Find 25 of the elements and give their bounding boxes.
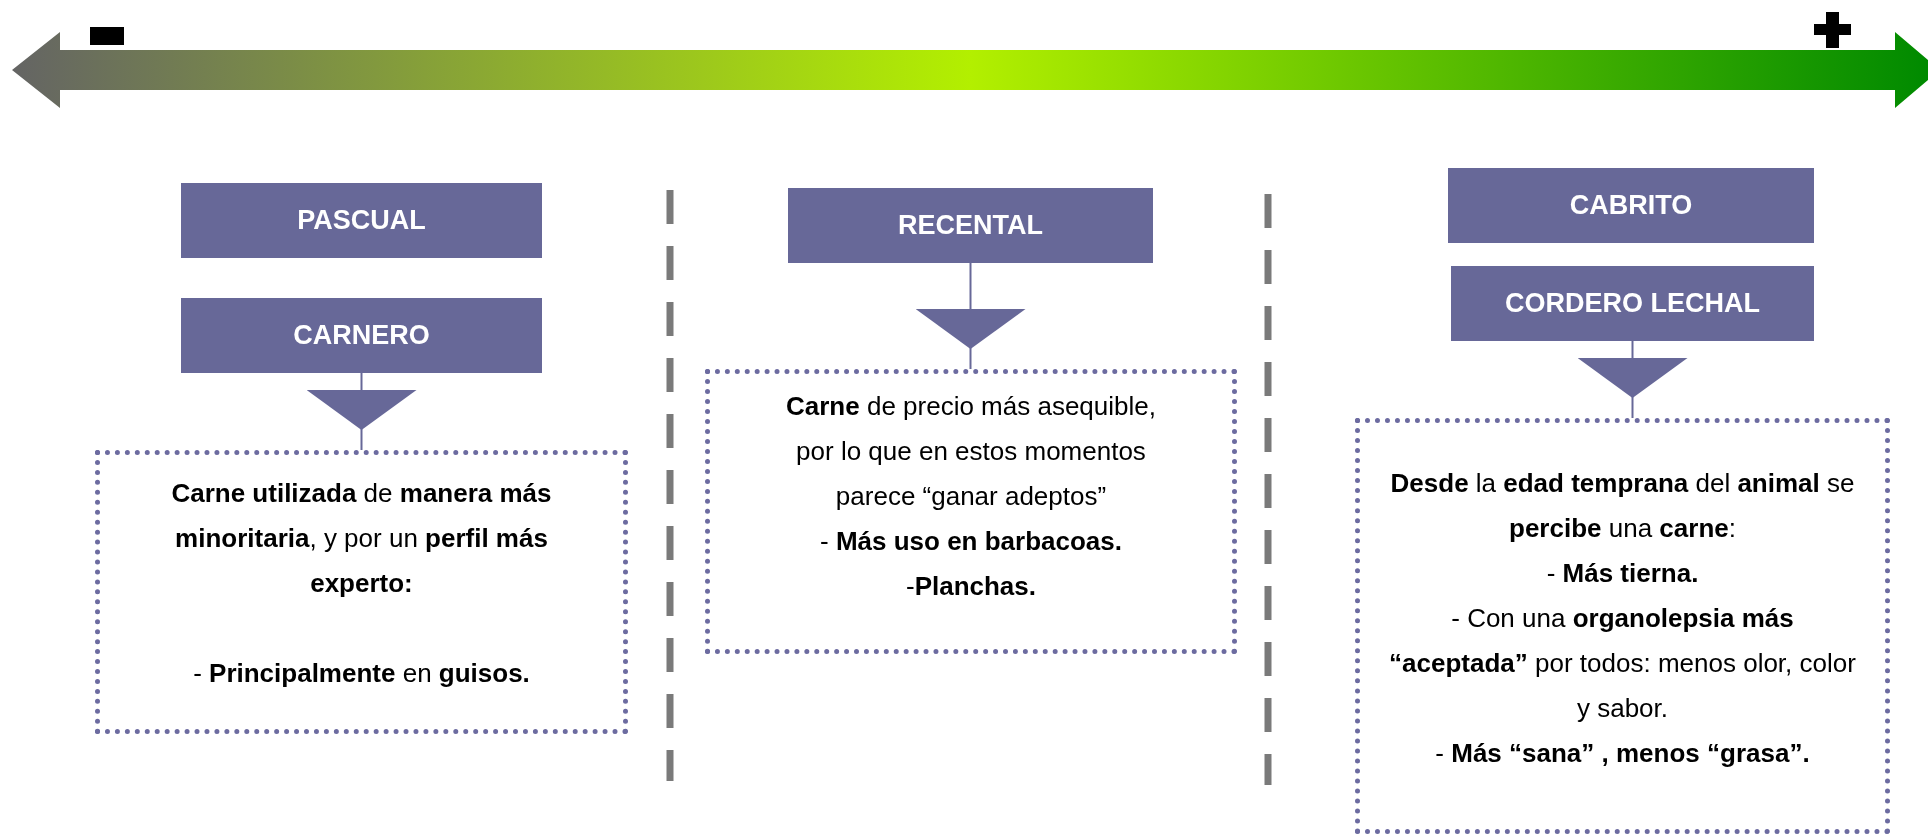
category-box: [788, 188, 1153, 263]
category-label: CORDERO LECHAL: [1505, 288, 1760, 319]
category-label: PASCUAL: [297, 205, 426, 236]
arrow: [915, 262, 1026, 370]
description-text: Carne utilizada de manera más minoritaria, y por un perfil más experto:: [170, 477, 553, 600]
category-label: CABRITO: [1569, 190, 1693, 221]
category-label: RECENTAL: [898, 210, 1043, 241]
description-text: Desde la edad temprana del animal se percibe una carne:: [1389, 467, 1856, 545]
description-text: Carne de precio más asequible, por lo que en estos momentos parece “ganar adeptos”: [785, 390, 1157, 513]
text-panel: [1355, 418, 1890, 834]
arrow: [306, 372, 417, 451]
text-panel: [95, 450, 628, 734]
description-text: -Planchas.: [905, 570, 1037, 603]
category-box: [181, 298, 542, 373]
arrow: [1577, 340, 1688, 419]
category-label: CARNERO: [293, 320, 430, 351]
description-text: - Más tierna.: [1546, 557, 1699, 590]
description-text: - Principalmente en guisos.: [193, 657, 530, 690]
description-text: - Más “sana” , menos “grasa”.: [1435, 737, 1810, 770]
description-text: - Más uso en barbacoas.: [820, 525, 1122, 558]
category-box: [1451, 266, 1814, 341]
category-box: [181, 183, 542, 258]
category-box: [1448, 168, 1814, 243]
description-text: - Con una organolepsia más “aceptada” por todos: menos olor, color y sabor.: [1388, 602, 1857, 725]
text-panel: [705, 369, 1237, 654]
